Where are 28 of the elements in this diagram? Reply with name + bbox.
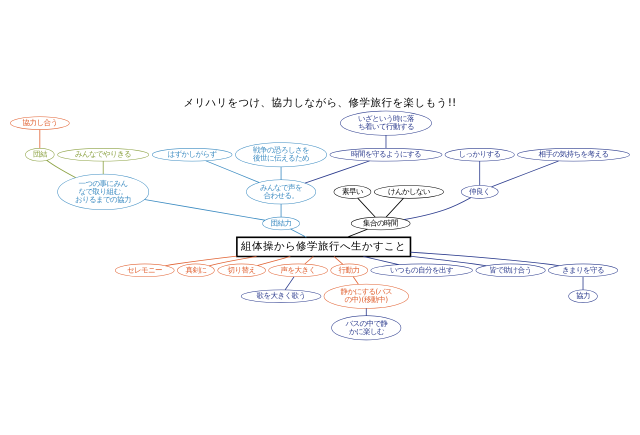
connector (404, 197, 472, 220)
connector (352, 276, 359, 285)
connector (284, 276, 294, 290)
connector (164, 256, 238, 266)
connector (39, 129, 40, 148)
connector (280, 204, 282, 218)
connector (208, 256, 257, 266)
connector (386, 198, 404, 218)
connector (102, 160, 104, 175)
connector (346, 228, 368, 238)
connector (410, 256, 487, 266)
connector (304, 256, 314, 264)
connector (205, 160, 260, 183)
connector (144, 199, 266, 221)
connector (410, 252, 560, 266)
connector (582, 276, 584, 290)
connector (290, 228, 307, 238)
connector (304, 160, 370, 184)
node-box: 組体操から修学旅行へ生かすこと (236, 236, 412, 258)
connector (357, 198, 376, 218)
diagram-title: メリハリをつけ、協力しながら、修学旅行を楽しもう!! (184, 96, 456, 109)
connector (334, 256, 344, 265)
connector (363, 256, 400, 265)
connector (490, 160, 559, 188)
connector (257, 256, 291, 266)
connector (46, 160, 76, 178)
connector (280, 166, 282, 180)
connector (479, 160, 480, 186)
